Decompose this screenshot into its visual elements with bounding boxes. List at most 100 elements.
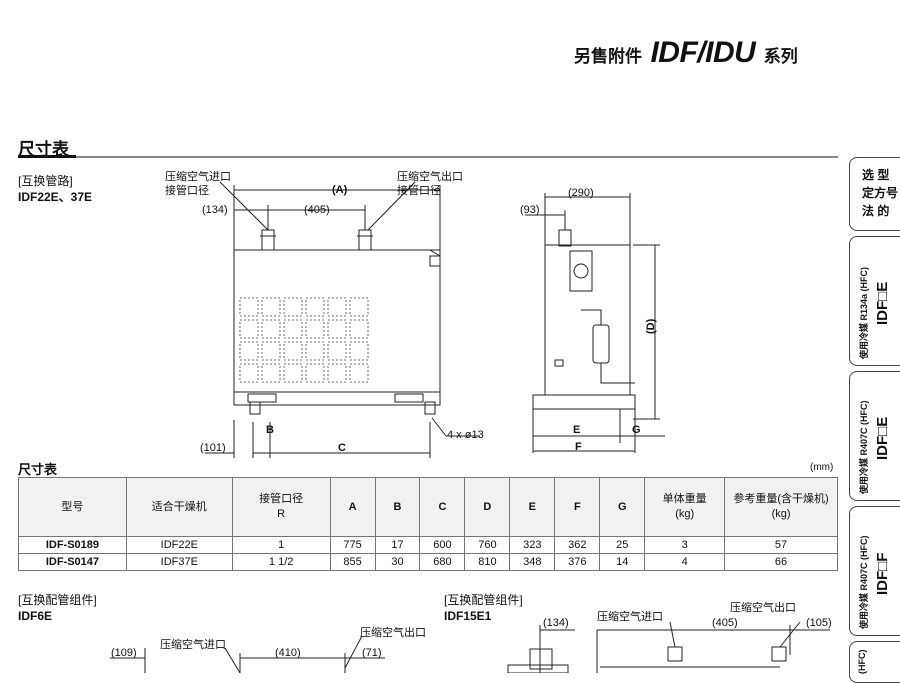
cell-dryer: IDF22E bbox=[125, 536, 233, 554]
diagram2-model: IDF6E bbox=[18, 609, 53, 623]
side-tab-idfe-r407c-sub: 使用冷媒 R407C (HFC) bbox=[859, 400, 869, 494]
idf15e1-inlet-label: 压缩空气进口 bbox=[597, 611, 663, 623]
cell-A: 775 bbox=[329, 536, 376, 554]
cell-E: 348 bbox=[509, 553, 556, 571]
table-unit: (mm) bbox=[810, 462, 834, 473]
hole-note: 4 x ø13 bbox=[447, 429, 484, 441]
side-view-drawing bbox=[525, 193, 665, 453]
idf15e1-dim-405: (405) bbox=[712, 617, 738, 629]
idf6e-drawing bbox=[110, 635, 385, 673]
col-dryer: 适合干燥机 bbox=[125, 477, 233, 537]
diagram3-model: IDF15E1 bbox=[444, 609, 492, 623]
side-tab-idfe-r134a[interactable]: 使用冷媒 R134a (HFC) IDF□E bbox=[849, 236, 900, 366]
dim-E: E bbox=[573, 424, 581, 436]
idf15e1-dim-105: (105) bbox=[806, 617, 832, 629]
dim-405: (405) bbox=[304, 204, 330, 216]
header-prefix: 另售附件 bbox=[574, 47, 642, 66]
cell-D: 810 bbox=[464, 553, 511, 571]
diagram2-type-label: [互换配管组件] bbox=[18, 593, 97, 607]
side-tab-partial[interactable]: (HFC) bbox=[849, 641, 900, 683]
page-header: 另售附件 IDF/IDU 系列 bbox=[574, 36, 798, 70]
idf6e-outlet-label: 压缩空气出口 bbox=[360, 627, 426, 639]
dim-G: G bbox=[632, 424, 641, 436]
cell-E: 323 bbox=[509, 536, 556, 554]
cell-F: 376 bbox=[554, 553, 601, 571]
side-tab-idfe-r134a-sub: 使用冷媒 R134a (HFC) bbox=[859, 266, 869, 359]
idf6e-dim-109: (109) bbox=[111, 647, 137, 659]
cell-port: 1 1/2 bbox=[231, 553, 331, 571]
outlet-label-1: 压缩空气出口 bbox=[397, 171, 463, 183]
side-tab-selection-line2: 定方号 bbox=[862, 186, 899, 200]
col-ref-weight: 参考重量(含干燥机)(kg) bbox=[724, 477, 838, 537]
col-D: D bbox=[464, 477, 511, 537]
col-C: C bbox=[419, 477, 466, 537]
inlet-label-1: 压缩空气进口 bbox=[165, 171, 231, 183]
col-B: B bbox=[374, 477, 421, 537]
table-row: IDF-S0147 IDF37E 1 1/2 855 30 680 810 34… bbox=[18, 553, 838, 571]
cell-A: 855 bbox=[329, 553, 376, 571]
cell-G: 25 bbox=[599, 536, 646, 554]
side-tab-selection-line3: 法 的 bbox=[862, 204, 890, 218]
dim-290: (290) bbox=[568, 187, 594, 199]
cell-dryer: IDF37E bbox=[125, 553, 233, 571]
header-series: IDF/IDU bbox=[650, 36, 756, 69]
section-rule bbox=[18, 156, 838, 158]
cell-ref-weight: 66 bbox=[724, 553, 838, 571]
col-F: F bbox=[554, 477, 601, 537]
idf15e1-drawing bbox=[507, 621, 830, 673]
dim-D: (D) bbox=[645, 318, 657, 334]
front-view-drawing bbox=[205, 181, 480, 458]
diagram3-type-label: [互换配管组件] bbox=[444, 593, 523, 607]
cell-C: 600 bbox=[419, 536, 466, 554]
side-tab-idfe-r407c-main: IDF□E bbox=[874, 416, 891, 460]
table-row: IDF-S0189 IDF22E 1 775 17 600 760 323 36… bbox=[18, 536, 838, 554]
cell-B: 30 bbox=[374, 553, 421, 571]
cell-C: 680 bbox=[419, 553, 466, 571]
inlet-label-2: 接管口径 bbox=[165, 185, 209, 197]
diagram1-models: IDF22E、37E bbox=[18, 190, 93, 204]
cell-D: 760 bbox=[464, 536, 511, 554]
table-title: 尺寸表 bbox=[18, 462, 58, 477]
idf6e-dim-410: (410) bbox=[275, 647, 301, 659]
cell-model: IDF-S0189 bbox=[18, 536, 127, 554]
idf6e-dim-71: (71) bbox=[362, 647, 382, 659]
diagram1-type-label: [互换管路] bbox=[18, 174, 73, 188]
dim-F: F bbox=[575, 441, 582, 453]
idf6e-inlet-label: 压缩空气进口 bbox=[160, 639, 226, 651]
dim-A: (A) bbox=[332, 184, 348, 196]
section-title-underline bbox=[18, 155, 76, 158]
side-tab-idff-r407c-main: IDF□F bbox=[874, 552, 891, 595]
col-G: G bbox=[599, 477, 646, 537]
cell-port: 1 bbox=[231, 536, 331, 554]
cell-G: 14 bbox=[599, 553, 646, 571]
side-tab-selection-line1: 选 型 bbox=[862, 168, 890, 182]
cell-F: 362 bbox=[554, 536, 601, 554]
idf15e1-outlet-label: 压缩空气出口 bbox=[730, 602, 796, 614]
dim-B: B bbox=[266, 424, 274, 436]
side-tab-idff-r407c[interactable]: 使用冷媒 R407C (HFC) IDF□F bbox=[849, 506, 900, 636]
section-title: 尺寸表 bbox=[18, 140, 69, 159]
col-unit-weight: 单体重量(kg) bbox=[644, 477, 726, 537]
side-tab-selection-method[interactable]: 选 型 定方号 法 的 bbox=[849, 157, 900, 231]
cell-ref-weight: 57 bbox=[724, 536, 838, 554]
dim-93: (93) bbox=[520, 204, 540, 216]
col-A: A bbox=[329, 477, 376, 537]
cell-unit-weight: 4 bbox=[644, 553, 726, 571]
idf15e1-dim-134: (134) bbox=[543, 617, 569, 629]
cell-model: IDF-S0147 bbox=[18, 553, 127, 571]
col-E: E bbox=[509, 477, 556, 537]
outlet-label-2: 接管口径 bbox=[397, 185, 441, 197]
cell-unit-weight: 3 bbox=[644, 536, 726, 554]
cell-B: 17 bbox=[374, 536, 421, 554]
dim-C: C bbox=[338, 442, 346, 454]
dim-134: (134) bbox=[202, 204, 228, 216]
side-tab-idfe-r134a-main: IDF□E bbox=[874, 281, 891, 325]
col-model: 型号 bbox=[18, 477, 127, 537]
side-tab-partial-sub: (HFC) bbox=[857, 649, 867, 675]
header-suffix: 系列 bbox=[763, 47, 798, 66]
side-tab-idff-r407c-sub: 使用冷媒 R407C (HFC) bbox=[859, 535, 869, 629]
side-tab-idfe-r407c[interactable]: 使用冷媒 R407C (HFC) IDF□E bbox=[849, 371, 900, 501]
